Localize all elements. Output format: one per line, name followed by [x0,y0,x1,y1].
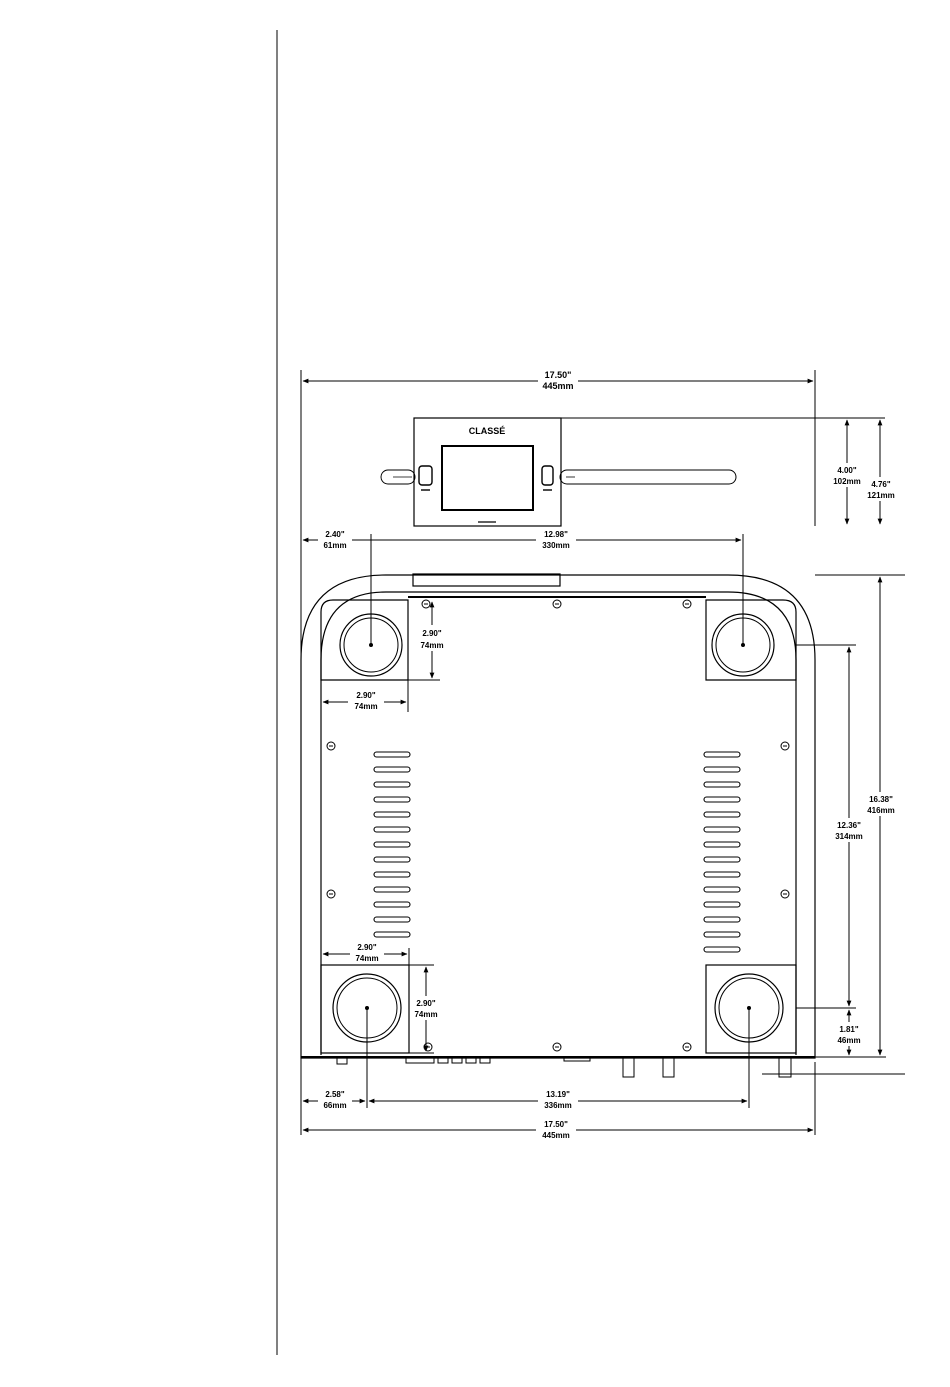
depth-total-label: 16.38" 416mm [864,792,898,816]
rear-foot-offset-label: 1.81" 46mm [834,1022,864,1046]
bottom-width-label: 17.50" 445mm [536,1118,576,1142]
svg-text:16.38": 16.38" [869,795,893,804]
foot-tl-horizontal-label: 2.90" 74mm [348,690,384,712]
top-vent-slot [413,574,560,586]
svg-text:2.90": 2.90" [416,999,436,1008]
svg-text:1.81": 1.81" [839,1025,859,1034]
svg-text:445mm: 445mm [542,381,573,391]
svg-text:314mm: 314mm [835,832,863,841]
svg-text:2.40": 2.40" [325,530,345,539]
svg-text:17.50": 17.50" [544,1120,568,1129]
foot-bl-horizontal-label: 2.90" 74mm [350,942,384,964]
svg-text:13.19": 13.19" [546,1090,570,1099]
top-offset-label: 2.40" 61mm [318,528,352,552]
svg-text:12.98": 12.98" [544,530,568,539]
display-window [442,446,533,510]
svg-text:74mm: 74mm [355,954,378,963]
front-view [301,370,885,526]
svg-text:61mm: 61mm [323,541,346,550]
svg-text:2.90": 2.90" [422,629,442,638]
svg-text:330mm: 330mm [542,541,570,550]
svg-text:2.90": 2.90" [357,943,377,952]
foot-tl-vertical-label: 2.90" 74mm [415,625,449,651]
depth-feet-label: 12.36" 314mm [830,818,868,842]
handle-right [560,470,736,484]
svg-text:74mm: 74mm [420,641,443,650]
svg-text:74mm: 74mm [354,702,377,711]
svg-text:102mm: 102mm [833,477,861,486]
vent-slots-right [704,752,740,952]
rear-connectors [337,1057,791,1077]
svg-text:2.90": 2.90" [356,691,376,700]
bottom-view [301,526,905,1135]
vent-slots-left [374,752,410,937]
brand-label: CLASSÉ [469,426,506,436]
svg-text:12.36": 12.36" [837,821,861,830]
svg-text:121mm: 121mm [867,491,895,500]
front-button-left [419,466,432,485]
foot-bl-vertical-label: 2.90" 74mm [410,996,442,1020]
front-button-right [542,466,553,485]
front-height-label-1: 4.00" 102mm [830,463,864,487]
bottom-span-label: 13.19" 336mm [538,1088,578,1112]
screws [327,600,789,1051]
front-width-label: 17.50" 445mm [538,370,578,391]
bottom-left-offset-label: 2.58" 66mm [318,1088,352,1112]
svg-text:4.00": 4.00" [837,466,857,475]
svg-text:74mm: 74mm [414,1010,437,1019]
svg-text:17.50": 17.50" [545,370,572,380]
svg-text:2.58": 2.58" [325,1090,345,1099]
top-span-label: 12.98" 330mm [536,528,576,552]
svg-text:416mm: 416mm [867,806,895,815]
svg-text:46mm: 46mm [837,1036,860,1045]
front-height-label-2: 4.76" 121mm [864,477,898,501]
svg-text:445mm: 445mm [542,1131,570,1140]
svg-text:336mm: 336mm [544,1101,572,1110]
svg-text:66mm: 66mm [323,1101,346,1110]
svg-text:4.76": 4.76" [871,480,891,489]
